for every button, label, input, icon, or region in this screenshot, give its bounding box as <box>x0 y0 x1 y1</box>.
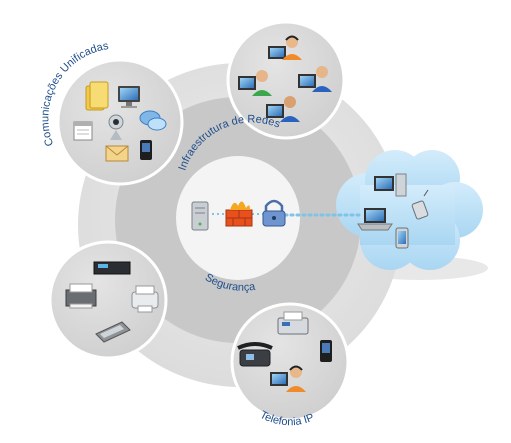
tablet-icon <box>395 227 409 249</box>
satellite-people <box>226 20 346 140</box>
firewall-icon <box>225 201 253 227</box>
smartphone-icon <box>320 340 332 362</box>
laser-printer-icon <box>65 283 97 309</box>
user-at-computer-icon <box>266 96 300 122</box>
desk-phone-icon <box>237 342 273 367</box>
photo-printer-icon <box>131 285 159 313</box>
monitor-icon <box>118 86 140 108</box>
smartphone-icon <box>140 140 152 160</box>
satellite-telephony <box>230 302 350 422</box>
folder-icon <box>85 81 109 111</box>
server-icon <box>191 201 209 231</box>
headset-agent-icon <box>270 365 306 392</box>
mail-icon <box>105 145 129 162</box>
user-at-computer-icon <box>238 70 272 96</box>
desktop-tower-icon <box>374 173 407 197</box>
label-printer-icon <box>93 261 131 275</box>
chat-bubbles-icon <box>139 110 167 131</box>
lock-icon <box>262 199 286 227</box>
fax-icon <box>277 311 309 335</box>
scanner-icon <box>95 321 131 343</box>
webcam-icon <box>108 114 124 140</box>
laptop-icon <box>357 208 393 231</box>
user-at-computer-icon <box>298 66 332 92</box>
pda-icon <box>411 189 429 220</box>
satellite-printing <box>48 240 168 360</box>
headset-agent-icon <box>268 35 302 60</box>
calendar-icon <box>73 121 93 141</box>
